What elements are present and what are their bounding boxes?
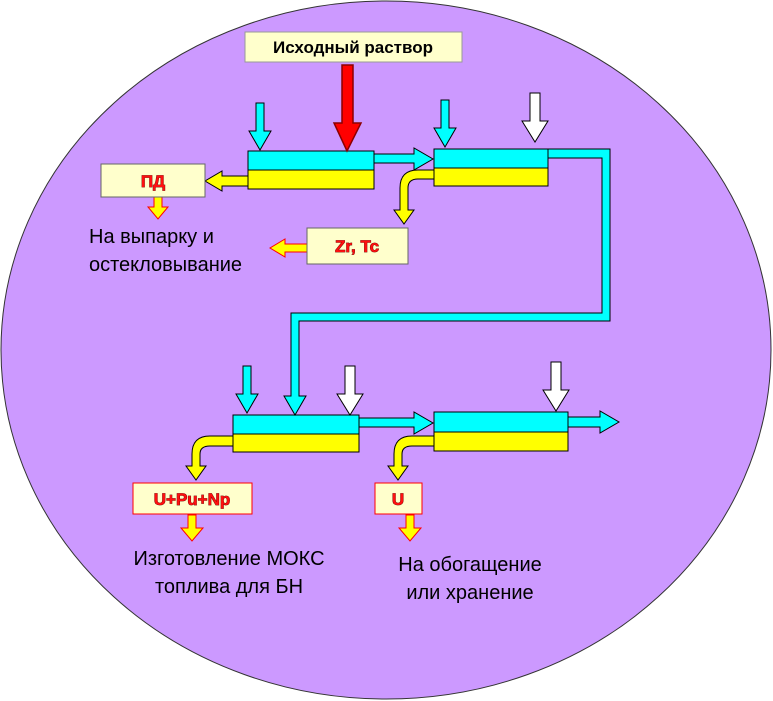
white-arrow-1: [521, 92, 549, 143]
flow-arrow-out: [567, 410, 620, 434]
extractor-2-organic: [433, 148, 549, 169]
u-down-arrow: [397, 514, 423, 542]
extractor-2-aqueous: [433, 167, 549, 187]
flow-arrow-3-4: [358, 411, 434, 435]
enrichment-line1: На обогащение: [398, 554, 542, 576]
transfer-pipe: [283, 148, 611, 416]
product-arrow-zrtc: [393, 169, 435, 225]
upunp-down-arrow: [179, 514, 205, 542]
reagent-arrow-2: [433, 99, 457, 148]
vitrification-line2: остекловывание: [89, 254, 242, 276]
product-arrow-u: [387, 435, 435, 481]
pd-box: [100, 163, 206, 198]
flow-arrow-1-2: [373, 147, 434, 171]
extractor-1-organic: [247, 150, 375, 171]
u-label: U: [392, 490, 404, 509]
extractor-4-aqueous: [433, 431, 569, 452]
upunp-label: U+Pu+Np: [154, 490, 231, 509]
extractor-3-aqueous: [232, 433, 360, 453]
product-arrow-pd: [204, 170, 249, 192]
white-arrow-3: [542, 361, 570, 412]
source-label: Исходный раствор: [273, 38, 433, 57]
moks-line2: топлива для БН: [155, 576, 303, 598]
pd-down-arrow: [146, 196, 170, 220]
white-arrow-2: [336, 365, 364, 416]
vitrification-line1: На выпарку и: [89, 226, 214, 248]
zrtc-label: Zr, Tc: [335, 237, 379, 256]
extractor-1-aqueous: [247, 169, 375, 190]
source-label-box: [244, 31, 463, 63]
upunp-box: [132, 482, 253, 515]
reagent-arrow-3: [235, 365, 259, 414]
reagent-arrow-1: [248, 102, 272, 151]
extractor-4-organic: [433, 411, 569, 433]
pd-label: ПД: [141, 172, 165, 191]
feed-arrow: [332, 64, 363, 153]
zrtc-box: [306, 227, 409, 265]
zrtc-left-arrow: [269, 238, 308, 258]
extractor-3-organic: [232, 414, 360, 435]
u-box: [374, 482, 423, 515]
enrichment-line2: или хранение: [406, 582, 533, 604]
product-arrow-upunp: [185, 435, 234, 481]
moks-line1: Изготовление МОКС: [133, 548, 324, 570]
